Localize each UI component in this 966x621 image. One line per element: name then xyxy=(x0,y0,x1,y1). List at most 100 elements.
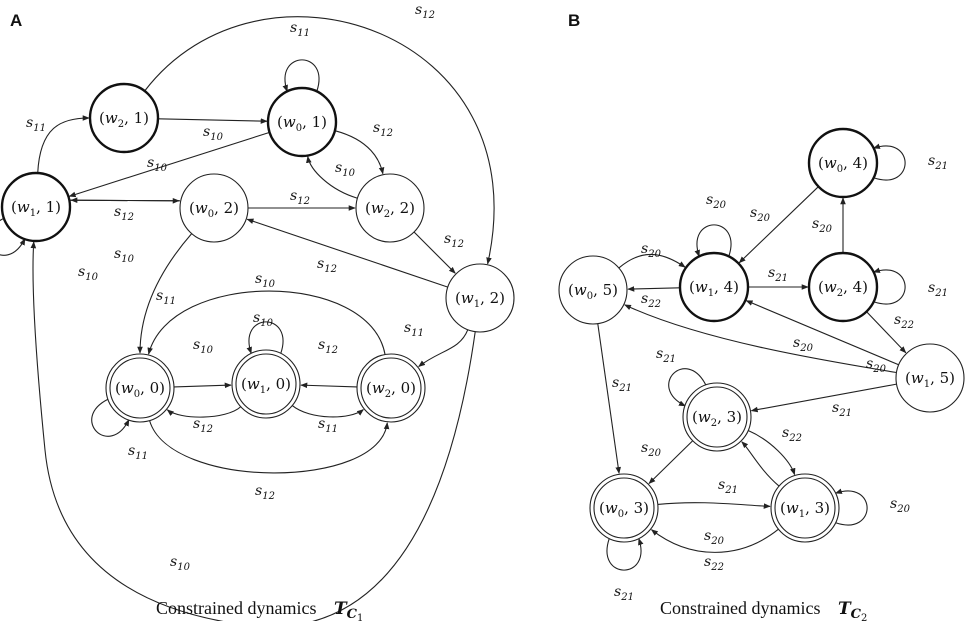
node-circle xyxy=(807,127,879,199)
node-a-w1_2: (w1, 2) xyxy=(445,263,515,333)
node-label: (w2, 3) xyxy=(692,408,742,429)
node-label: (w2, 4) xyxy=(818,278,868,299)
edge-a-w2_1-to-w0_1 xyxy=(157,118,268,124)
edge-b-w2_4-to-w2_4 xyxy=(872,267,906,305)
edge-label-b-15: s22 xyxy=(782,425,802,444)
node-label: (w0, 2) xyxy=(189,199,239,220)
edge-a-w2_2-to-w1_2 xyxy=(413,231,456,274)
node-label: (w0, 4) xyxy=(818,154,868,175)
node-label: (w1, 0) xyxy=(241,375,291,396)
edge-b-w1_5-to-w1_4 xyxy=(745,300,899,366)
edge-b-w0_5-to-w1_4 xyxy=(618,253,686,269)
nodes-layer: (w2, 1)(w0, 1)(w1, 1)(w0, 2)(w2, 2)(w1, … xyxy=(0,82,965,543)
edge-b-w1_4-to-w1_4 xyxy=(694,224,732,258)
edge-label-a-4: s12 xyxy=(373,120,393,139)
node-a-w2_0: (w2, 0) xyxy=(356,353,426,423)
edge-label-b-17: s20 xyxy=(704,528,725,547)
edge-label-a-9: s10 xyxy=(78,264,99,283)
edge-b-w2_4-to-w1_5 xyxy=(866,311,907,354)
edge-label-b-5: s22 xyxy=(641,291,661,310)
edge-b-w1_3-to-w1_3 xyxy=(834,488,868,526)
node-circle xyxy=(445,263,515,333)
edge-label-b-1: s20 xyxy=(750,205,771,224)
edge-label-a-16: s10 xyxy=(255,271,276,290)
node-a-w0_1: (w0, 1) xyxy=(266,86,338,158)
node-circle xyxy=(0,171,72,243)
edge-label-a-15: s10 xyxy=(170,554,191,573)
panel-a-letter: A xyxy=(10,11,22,30)
edge-label-a-2: s11 xyxy=(290,20,310,39)
node-a-w2_2: (w2, 2) xyxy=(355,173,425,243)
node-b-w1_3: (w1, 3) xyxy=(770,473,840,543)
edge-a-w0_1-to-w1_1 xyxy=(68,131,270,198)
edge-a-w2_0-to-w1_0 xyxy=(300,382,358,389)
edge-b-w1_5-to-w2_3 xyxy=(750,383,897,413)
panel-a-caption-symbol-main: T xyxy=(334,599,348,619)
edge-label-a-19: s12 xyxy=(318,337,338,356)
edge-label-a-18: s10 xyxy=(253,310,274,329)
edge-a-w0_0-to-w1_0 xyxy=(173,382,232,389)
edge-b-w1_4-to-w0_5 xyxy=(627,286,681,292)
edge-a-w0_2-to-w1_1 xyxy=(70,197,181,204)
panel-b-caption-symbol-subsub: 2 xyxy=(861,613,867,621)
node-circle xyxy=(807,251,879,323)
edge-a-w1_2-to-w1_1 xyxy=(30,241,476,621)
edge-label-b-11: s21 xyxy=(832,400,852,419)
edge-label-a-11: s12 xyxy=(444,231,464,250)
node-inner-ring xyxy=(235,353,297,415)
edge-a-w2_1-to-w1_2 xyxy=(144,16,495,265)
panel-b-caption-text: Constrained dynamics xyxy=(660,598,820,618)
edge-label-a-14: s11 xyxy=(404,320,424,339)
node-b-w0_5: (w0, 5) xyxy=(558,255,628,325)
edge-a-w1_0-to-w1_0 xyxy=(246,321,284,355)
edge-b-w1_3-to-w2_3 xyxy=(741,441,780,487)
edge-label-a-10: s12 xyxy=(290,188,310,207)
node-b-w0_3: (w0, 3) xyxy=(589,473,659,543)
node-label: (w1, 3) xyxy=(780,499,830,520)
edge-b-w1_5-to-w0_5 xyxy=(624,304,897,374)
edge-a-w0_2-to-w0_0 xyxy=(137,233,193,354)
node-circle xyxy=(678,251,750,323)
node-inner-ring xyxy=(686,386,748,448)
node-label: (w1, 4) xyxy=(689,278,739,299)
edge-label-b-4: s20 xyxy=(641,241,662,260)
edge-label-b-6: s21 xyxy=(768,265,788,284)
edge-b-w0_4-to-w0_4 xyxy=(872,143,906,181)
edge-label-b-13: s21 xyxy=(656,346,676,365)
node-circle xyxy=(266,86,338,158)
edge-a-w0_0-to-w0_0 xyxy=(91,398,130,437)
node-b-w1_4: (w1, 4) xyxy=(678,251,750,323)
edge-b-w0_5-to-w0_3 xyxy=(597,323,621,475)
edge-a-w1_0-to-w2_0 xyxy=(291,405,364,418)
edge-label-b-12: s21 xyxy=(612,375,632,394)
node-inner-ring xyxy=(360,357,422,419)
node-a-w0_0: (w0, 0) xyxy=(105,353,175,423)
edge-label-b-19: s20 xyxy=(890,496,911,515)
edge-b-w2_3-to-w2_3 xyxy=(668,368,707,407)
edge-label-a-0: s11 xyxy=(26,115,46,134)
node-label: (w1, 5) xyxy=(905,369,955,390)
node-label: (w2, 1) xyxy=(99,109,149,130)
panel-b-caption-symbol-sub: C xyxy=(851,607,862,621)
edge-label-b-18: s22 xyxy=(704,554,724,573)
panel-a-caption: Constrained dynamics TC1 xyxy=(156,598,363,621)
node-inner-ring xyxy=(593,477,655,539)
edge-a-w1_0-to-w0_0 xyxy=(166,406,242,418)
edge-label-a-17: s10 xyxy=(193,337,214,356)
edge-label-b-14: s20 xyxy=(641,440,662,459)
edge-a-w1_1-to-w2_1 xyxy=(37,115,90,174)
edge-b-w2_3-to-w1_3 xyxy=(747,430,796,476)
node-inner-ring xyxy=(109,357,171,419)
edge-label-b-10: s20 xyxy=(793,335,814,354)
edge-a-w2_0-to-w0_0 xyxy=(147,290,386,355)
panel-a-caption-text: Constrained dynamics xyxy=(156,598,316,618)
edge-label-a-8: s10 xyxy=(114,246,135,265)
edge-b-w0_3-to-w1_3 xyxy=(657,502,771,509)
panel-a-caption-symbol-sub: C xyxy=(347,607,358,621)
edge-label-a-13: s11 xyxy=(156,288,176,307)
node-label: (w0, 5) xyxy=(568,281,618,302)
edge-b-w2_3-to-w0_3 xyxy=(648,440,694,485)
edge-label-b-0: s21 xyxy=(928,153,948,172)
node-circle xyxy=(355,173,425,243)
